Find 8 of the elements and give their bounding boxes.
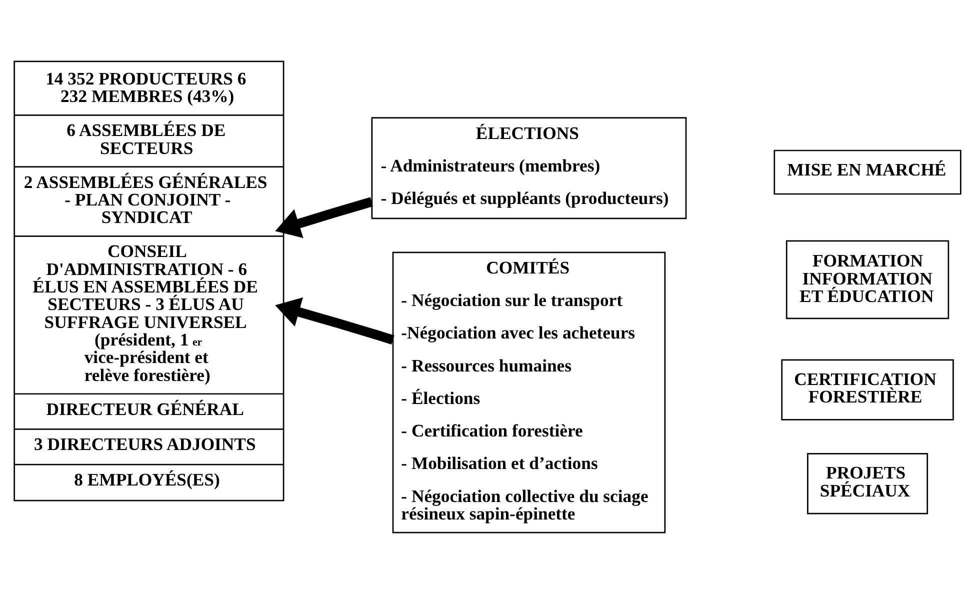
node-box: MISE EN MARCHÉ: [774, 149, 962, 194]
node-box: CERTIFICATION FORESTIÈRE: [781, 358, 954, 420]
node-box: PROJETS SPÉCIAUX: [807, 452, 928, 514]
node-box: ÉLECTIONS - Administrateurs (membres) - Délégués et suppléants (producteurs): [371, 116, 687, 219]
arrow: [275, 196, 373, 238]
node-box: FORMATION INFORMATION ET ÉDUCATION: [786, 240, 950, 319]
arrow: [275, 296, 394, 344]
node-box: COMITÉS - Négociation sur le transport -Négociation avec les acheteurs - Ressources humaines - Élections - Certification forestière - Mobilisation et d’actions - Négociation collective du sciage résineux sapin-épinette: [392, 251, 666, 533]
